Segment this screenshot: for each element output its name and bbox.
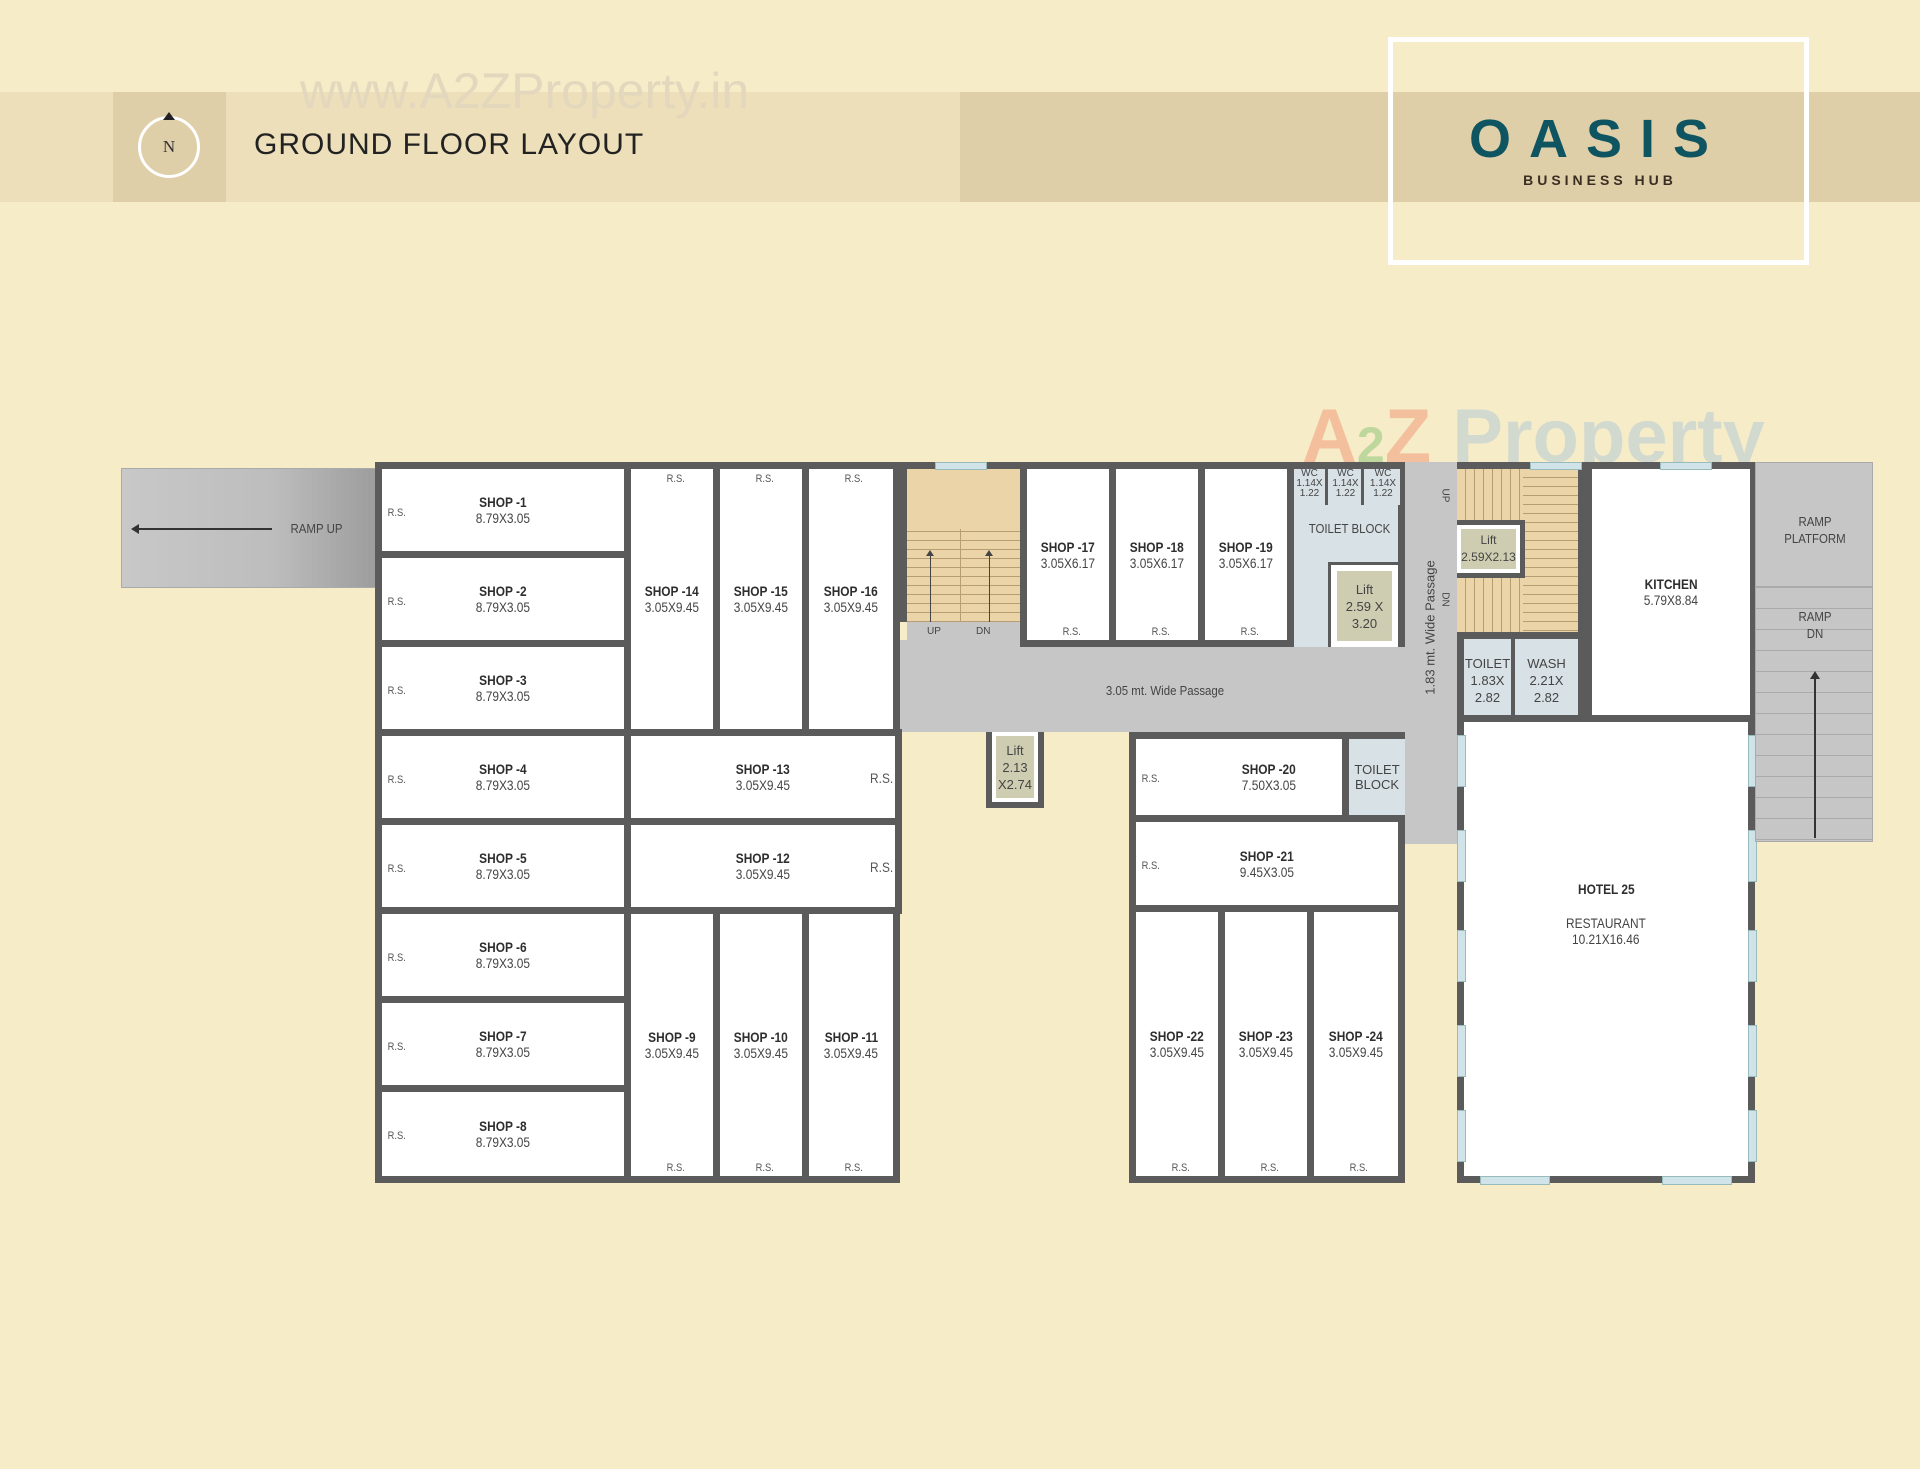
window <box>1457 1110 1466 1162</box>
header-band-right <box>960 92 1920 202</box>
watermark-url: www.A2ZProperty.in <box>300 63 750 119</box>
brand-box <box>1388 37 1809 265</box>
brand-tagline: BUSINESS HUB <box>1523 172 1677 188</box>
window <box>1480 1176 1550 1185</box>
side-dn-label: DN <box>1439 592 1451 607</box>
page-title: GROUND FLOOR LAYOUT <box>254 128 645 161</box>
window <box>1748 1110 1757 1162</box>
side-up-label: UP <box>1439 488 1451 503</box>
toilet-block-1-label: TOILET BLOCK <box>1308 521 1391 536</box>
window <box>1748 830 1757 882</box>
stair-up-arrowhead-icon <box>926 550 934 556</box>
ramp-arrow-icon <box>137 528 272 530</box>
side-passage <box>1405 462 1457 844</box>
stair-divider <box>960 529 961 622</box>
window <box>1457 830 1466 882</box>
ramp-up-left: RAMP UP <box>121 468 376 588</box>
ramp-arrow-head-icon <box>131 524 139 534</box>
stair-dn-arrowhead-icon <box>985 550 993 556</box>
ramp-dn-arrow-icon <box>1814 678 1816 838</box>
window <box>1457 930 1466 982</box>
stair-up-label: UP <box>927 626 941 637</box>
window <box>1748 930 1757 982</box>
stair-up-arrow-icon <box>930 555 931 623</box>
window <box>1748 1025 1757 1077</box>
stair-dn-label: DN <box>976 626 991 637</box>
hotel-25-restaurant[interactable]: HOTEL 25 RESTAURANT 10.21X16.46 <box>1457 715 1755 1183</box>
main-passage-label: 3.05 mt. Wide Passage <box>1105 683 1225 698</box>
main-passage <box>900 640 1408 732</box>
ramp-dn-arrowhead-icon <box>1810 671 1820 679</box>
compass-icon: N <box>138 116 200 178</box>
window <box>1457 735 1466 787</box>
brand-name: OASIS <box>1468 109 1728 169</box>
north-arrow-icon <box>163 112 175 120</box>
stair-landing-bottom <box>907 622 1020 640</box>
window <box>1660 462 1712 470</box>
ramp-up-label: RAMP UP <box>290 521 343 536</box>
side-passage-label: 1.83 mt. Wide Passage <box>1422 560 1438 695</box>
stair-dn-arrow-icon <box>989 555 990 623</box>
window <box>935 462 987 470</box>
window <box>1457 1025 1466 1077</box>
staircase-landing <box>907 469 1020 529</box>
compass-label: N <box>162 137 176 156</box>
staircase-2-landing <box>1523 469 1578 632</box>
window <box>1662 1176 1732 1185</box>
window <box>1530 462 1582 470</box>
